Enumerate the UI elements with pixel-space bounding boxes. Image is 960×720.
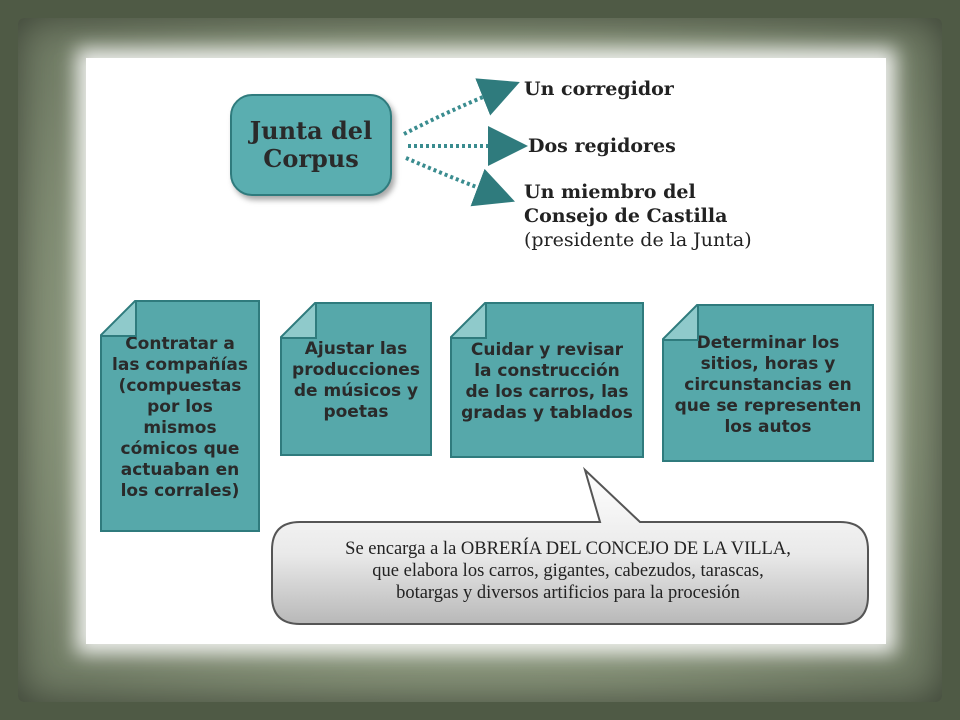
callout-line1: Se encarga a la OBRERÍA DEL CONCEJO DE L… — [345, 539, 791, 559]
page-fold-icon — [100, 300, 137, 337]
member-consejo-line2: Consejo de Castilla — [524, 205, 728, 227]
junta-title-line1: Junta del — [249, 116, 373, 145]
task-line: poetas — [323, 402, 389, 422]
member-corregidor: Un corregidor — [524, 78, 674, 100]
task-line: Ajustar las — [304, 339, 408, 359]
task-line: las compañías — [112, 355, 248, 375]
task-line: Contratar a — [125, 334, 235, 354]
task-card-contratar: Contratar a las compañías (compuestas po… — [100, 300, 260, 532]
task-line: gradas y tablados — [461, 403, 633, 423]
junta-del-corpus-box: Junta del Corpus — [230, 94, 392, 196]
task-line: (compuestas — [118, 376, 242, 396]
task-line: cómicos que — [120, 439, 240, 459]
member-consejo-note: (presidente de la Junta) — [524, 229, 752, 251]
task-line: producciones — [292, 360, 420, 380]
task-line: los autos — [724, 416, 812, 437]
page-fold-icon — [662, 304, 699, 341]
task-line: actuaban en — [120, 460, 240, 480]
arrow-to-corregidor — [403, 78, 520, 136]
member-regidores: Dos regidores — [528, 135, 676, 157]
member-consejo-line1: Un miembro del — [524, 181, 696, 203]
page-fold-icon — [450, 302, 487, 339]
task-line: Cuidar y revisar — [470, 340, 624, 360]
task-line: por los — [147, 397, 213, 417]
task-line: de músicos y — [293, 381, 419, 401]
task-line: mismos — [143, 418, 217, 438]
task-line: la construcción — [474, 361, 620, 381]
callout-line3: botargas y diversos artificios para la p… — [396, 583, 740, 603]
task-line: Determinar los — [696, 332, 840, 353]
arrow-to-consejo — [405, 156, 515, 207]
task-line: sitios, horas y — [700, 353, 836, 374]
task-line: de los carros, las — [465, 382, 629, 402]
task-line: circunstancias en — [684, 374, 852, 395]
junta-title-line2: Corpus — [263, 144, 359, 173]
callout-text: Se encarga a la OBRERÍA DEL CONCEJO DE L… — [288, 538, 848, 604]
task-line: que se representen — [674, 395, 862, 416]
member-consejo: Un miembro del Consejo de Castilla (pres… — [524, 180, 752, 252]
page-fold-icon — [280, 302, 317, 339]
callout-line2: que elabora los carros, gigantes, cabezu… — [372, 561, 764, 581]
task-line: los corrales) — [120, 481, 240, 501]
